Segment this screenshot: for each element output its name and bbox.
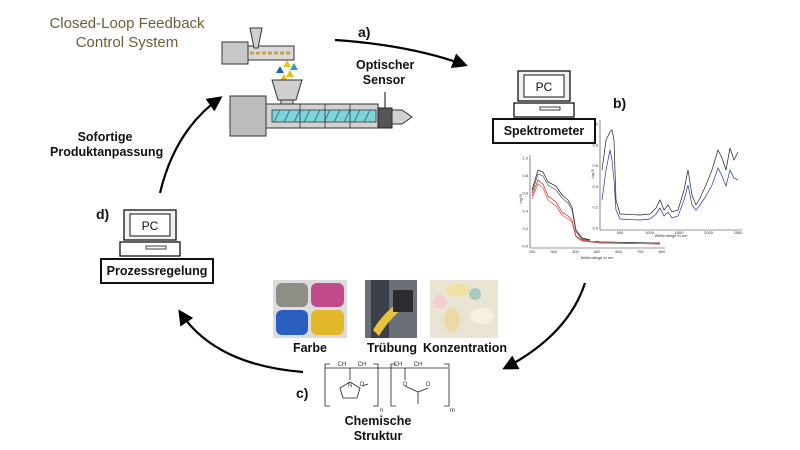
spectrum-right-x-tick-4: 2500 — [734, 230, 744, 235]
turbidity-photo — [365, 280, 417, 338]
chem-atom-5: O — [360, 382, 365, 388]
spectrum-left-red-line-1 — [531, 179, 661, 245]
spectrum-left-x-tick-1: 300 — [550, 249, 557, 254]
spectrometer-box: Spektrometer — [492, 118, 596, 144]
chem-atom-6: O — [403, 382, 408, 388]
chem-atom-3: CH — [414, 362, 423, 368]
spectrum-right-ylabel: - log R — [590, 169, 595, 181]
adjustment-label: Sofortige Produktanpassung — [50, 130, 164, 159]
spectrum-right-y-tick-2: 0.4 — [592, 184, 598, 189]
spectrum-left-ylabel: - log R — [518, 194, 523, 206]
arrow-spectrometer-to-properties — [502, 282, 587, 370]
spectrum-left-y-tick-3: 0.6 — [522, 191, 528, 196]
chem-atom-2: CH — [394, 362, 403, 368]
spectrum-left-red-line-2 — [531, 183, 661, 245]
spectrum-left-y-tick-2: 0.4 — [522, 208, 528, 213]
spectrum-right-y-tick-0: 0.0 — [592, 226, 598, 231]
property-color-label: Farbe — [292, 341, 328, 355]
chem-atom-1: CH — [358, 362, 367, 368]
step-a-label: a) — [358, 24, 371, 40]
spectrum-right-black-line — [601, 129, 739, 216]
spectrum-left-x-tick-6: 800 — [659, 249, 666, 254]
color-granules-photo — [273, 280, 347, 338]
chem-atom-4: N — [348, 383, 352, 389]
spectrum-right-y-tick-1: 0.2 — [592, 205, 598, 210]
process-control-box-label: Prozessregelung — [106, 264, 208, 278]
spectrum-left-black-line-2 — [531, 173, 661, 244]
extruder-illustration — [221, 27, 413, 137]
chem-subscript-m: m — [450, 408, 455, 414]
process-control-pc-label: PC — [142, 219, 159, 233]
step-b-label: b) — [613, 95, 627, 111]
spectrum-left-y-tick-4: 0.8 — [522, 173, 528, 178]
spectrum-right-xlabel: Wellenlänge in nm — [655, 233, 689, 238]
chem-atom-0: CH — [338, 362, 347, 368]
arrow-properties-to-control — [178, 309, 304, 374]
arrow-extruder-to-spectrometer — [334, 38, 468, 69]
property-turbidity-label: Trübung — [367, 341, 417, 355]
spectrum-left-x-tick-0: 200 — [529, 249, 536, 254]
spectrum-left-x-tick-5: 700 — [637, 249, 644, 254]
property-structure-label: Chemische Struktur — [344, 414, 412, 443]
chem-atom-7: O — [426, 382, 431, 388]
spectrometer-pc-icon: PC — [513, 70, 575, 118]
spectrum-left-y-tick-5: 1.0 — [522, 156, 528, 161]
spectrum-left-black-line-1 — [531, 169, 661, 244]
concentration-tablets-photo — [430, 280, 498, 338]
spectrum-right-x-tick-0: 500 — [617, 230, 624, 235]
spectrum-right-y-tick-4: 0.8 — [592, 142, 598, 147]
step-d-label: d) — [96, 206, 110, 222]
spectrum-right-x-tick-2: 1500 — [675, 230, 685, 235]
spectrum-left-xlabel: Wellenlänge in nm — [581, 255, 615, 260]
spectrum-left-x-tick-4: 600 — [615, 249, 622, 254]
arrow-control-to-extruder — [158, 96, 223, 194]
diagram-title: Closed-Loop Feedback Control System — [49, 15, 205, 51]
spectrum-left-x-tick-2: 400 — [572, 249, 579, 254]
chem-subscript-n: n — [380, 408, 383, 414]
spectrum-right-x-tick-3: 2000 — [704, 230, 714, 235]
step-c-label: c) — [296, 385, 309, 401]
chemical-structure — [324, 363, 450, 407]
spectrum-left-y-tick-1: 0.2 — [522, 226, 528, 231]
spectrum-right-blue-line — [601, 149, 739, 221]
spectrometer-pc-label: PC — [536, 80, 553, 94]
spectrum-right-x-tick-1: 1000 — [645, 230, 655, 235]
process-control-box: Prozessregelung — [100, 258, 214, 284]
spectrum-left-y-tick-0: 0.0 — [522, 244, 528, 249]
spectrometer-box-label: Spektrometer — [503, 124, 585, 138]
property-concentration-label: Konzentration — [422, 341, 508, 355]
sensor-label: Optischer Sensor — [356, 58, 415, 87]
spectrum-right-y-tick-3: 0.6 — [592, 163, 598, 168]
spectrum-left-x-tick-3: 500 — [594, 249, 601, 254]
process-control-pc-icon: PC — [119, 209, 181, 257]
